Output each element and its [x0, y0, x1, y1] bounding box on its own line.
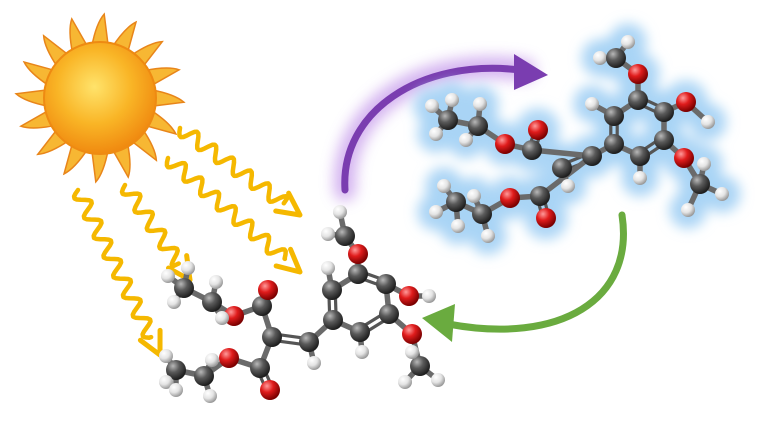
hydrogen-atom	[561, 179, 575, 193]
carbon-atom	[468, 116, 488, 136]
hydrogen-atom	[398, 375, 412, 389]
carbon-atom	[379, 304, 399, 324]
hydrogen-atom	[321, 227, 335, 241]
hydrogen-atom	[431, 373, 445, 387]
oxygen-atom	[399, 286, 419, 306]
carbon-atom	[250, 358, 270, 378]
hydrogen-atom	[161, 269, 175, 283]
oxygen-atom	[536, 208, 556, 228]
hydrogen-atom	[697, 157, 711, 171]
oxygen-atom	[676, 92, 696, 112]
oxygen-atom	[260, 380, 280, 400]
hydrogen-atom	[167, 295, 181, 309]
sun-disc	[44, 42, 156, 154]
carbon-atom	[690, 174, 710, 194]
hydrogen-atom	[321, 261, 335, 275]
hydrogen-atom	[205, 353, 219, 367]
oxygen-atom	[628, 64, 648, 84]
wavy-light-ray	[122, 185, 179, 267]
hydrogen-atom	[437, 179, 451, 193]
molecule-reactant	[159, 205, 445, 403]
hydrogen-atom	[422, 289, 436, 303]
carbon-atom	[630, 146, 650, 166]
carbon-atom	[299, 332, 319, 352]
hydrogen-atom	[681, 203, 695, 217]
carbon-atom	[604, 134, 624, 154]
carbon-atom	[606, 48, 626, 68]
carbon-atom	[582, 146, 602, 166]
carbon-atom	[530, 186, 550, 206]
hydrogen-atom	[633, 171, 647, 185]
hydrogen-atom	[445, 93, 459, 107]
hydrogen-atom	[593, 51, 607, 65]
carbon-atom	[262, 327, 282, 347]
oxygen-atom	[674, 148, 694, 168]
oxygen-atom	[258, 280, 278, 300]
hydrogen-atom	[159, 349, 173, 363]
carbon-atom	[604, 106, 624, 126]
hydrogen-atom	[467, 189, 481, 203]
carbon-atom	[350, 322, 370, 342]
carbon-atom	[335, 226, 355, 246]
carbon-atom	[410, 356, 430, 376]
hydrogen-atom	[621, 35, 635, 49]
hydrogen-atom	[203, 389, 217, 403]
hydrogen-atom	[701, 115, 715, 129]
carbon-atom	[322, 280, 342, 300]
carbon-atom	[194, 366, 214, 386]
sun-icon	[16, 14, 184, 182]
oxygen-atom	[500, 188, 520, 208]
hydrogen-atom	[715, 187, 729, 201]
hydrogen-atom	[405, 345, 419, 359]
oxygen-atom	[495, 134, 515, 154]
hydrogen-atom	[333, 205, 347, 219]
carbon-atom	[376, 274, 396, 294]
hydrogen-atom	[585, 97, 599, 111]
carbon-atom	[654, 102, 674, 122]
carbon-atom	[438, 110, 458, 130]
hydrogen-atom	[307, 356, 321, 370]
carbon-atom	[628, 90, 648, 110]
hydrogen-atom	[355, 345, 369, 359]
hydrogen-atom	[473, 97, 487, 111]
hydrogen-atom	[429, 205, 443, 219]
hydrogen-atom	[451, 219, 465, 233]
hydrogen-atom	[181, 261, 195, 275]
wavy-light-ray	[167, 158, 286, 259]
oxygen-atom	[348, 244, 368, 264]
wavy-light-ray	[179, 128, 287, 203]
hydrogen-atom	[209, 275, 223, 289]
hydrogen-atom	[481, 229, 495, 243]
hydrogen-atom	[425, 99, 439, 113]
oxygen-atom	[528, 120, 548, 140]
carbon-atom	[522, 140, 542, 160]
oxygen-atom	[219, 348, 239, 368]
carbon-atom	[654, 130, 674, 150]
hydrogen-atom	[169, 383, 183, 397]
carbon-atom	[174, 278, 194, 298]
hydrogen-atom	[459, 133, 473, 147]
carbon-atom	[202, 292, 222, 312]
carbon-atom	[446, 192, 466, 212]
carbon-atom	[323, 310, 343, 330]
hydrogen-atom	[215, 311, 229, 325]
carbon-atom	[348, 264, 368, 284]
wavy-light-arrowhead	[276, 249, 300, 272]
hydrogen-atom	[429, 127, 443, 141]
oxygen-atom	[402, 324, 422, 344]
carbon-atom	[552, 158, 572, 178]
carbon-atom	[472, 204, 492, 224]
